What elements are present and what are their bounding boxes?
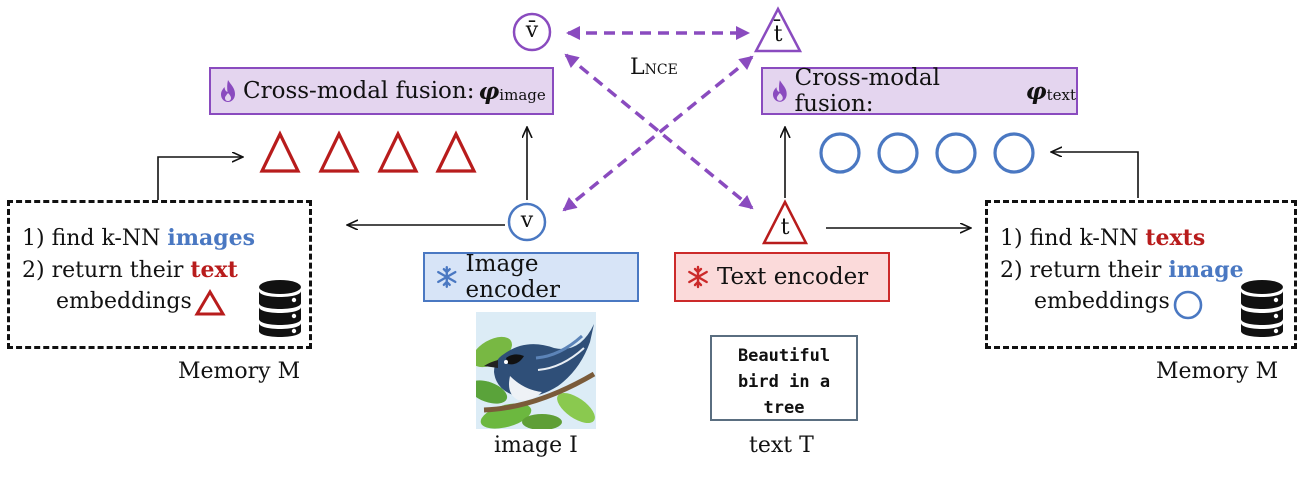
fusion-text-sub: text <box>1046 86 1076 104</box>
retrieved-image-embedding <box>993 132 1035 174</box>
text-sample-box: Beautiful bird in a tree <box>710 335 858 421</box>
t-label: t <box>780 215 790 240</box>
text-encoder-box: Text encoder <box>674 252 890 302</box>
text-embedding-triangle-icon <box>194 289 226 316</box>
memory-left-box: 1) find k-NN images 2) return their text… <box>7 200 312 349</box>
arrow-memory-to-circles <box>1052 152 1139 198</box>
image-encoder-label: Image encoder <box>465 251 561 303</box>
fusion-text-prefix: Cross-modal fusion: <box>794 65 940 117</box>
fusion-text-phi: φ <box>1025 77 1047 105</box>
snowflake-icon <box>688 265 708 289</box>
image-caption: image I <box>494 433 578 458</box>
v-embedding-circle <box>507 202 547 242</box>
fusion-image-prefix: Cross-modal fusion: <box>243 78 475 104</box>
memory-left-step2: 2) return their text <box>22 257 238 283</box>
retrieved-text-embedding <box>435 130 477 173</box>
image-embedding-circle-icon <box>1173 290 1203 320</box>
t-bar-triangle <box>753 6 803 53</box>
nce-loss-label: LNCE <box>630 55 678 80</box>
v-label: v <box>520 208 534 233</box>
database-icon <box>259 280 301 337</box>
retrieved-image-embedding <box>935 132 977 174</box>
v-bar-label: v̄ <box>525 18 539 43</box>
bird-image <box>476 312 596 429</box>
retrieved-text-embedding <box>377 130 419 173</box>
retrieved-image-embedding <box>819 132 861 174</box>
memory-right-step3: embeddings <box>1034 289 1170 314</box>
text-sample-line: tree <box>763 398 805 418</box>
text-caption: text T <box>749 433 814 458</box>
fusion-image-phi: φ <box>478 77 500 105</box>
memory-right-caption: Memory M <box>1156 359 1279 384</box>
memory-right-step2: 2) return their image <box>1000 257 1244 283</box>
memory-left-caption: Memory M <box>178 359 301 384</box>
nce-arrow-tbar-to-v <box>562 55 754 212</box>
arrow-memory-to-triangles <box>157 157 242 200</box>
fusion-image-sub: image <box>499 86 546 104</box>
memory-right-box: 1) find k-NN texts 2) return their image… <box>985 200 1297 349</box>
retrieved-text-embedding <box>259 130 301 173</box>
text-sample-line: bird in a <box>737 372 831 392</box>
memory-right-step1: 1) find k-NN texts <box>1000 225 1206 251</box>
database-icon <box>1241 280 1283 337</box>
t-bar-label: t̄ <box>773 22 783 47</box>
fire-icon <box>221 80 235 102</box>
text-sample-line: Beautiful <box>737 346 831 366</box>
retrieved-image-embedding <box>877 132 919 174</box>
fire-icon <box>772 80 787 102</box>
t-embedding-triangle <box>761 199 809 245</box>
fusion-text-box: Cross-modal fusion: φ text <box>761 65 1078 117</box>
image-encoder-box: Image encoder <box>423 251 639 303</box>
memory-left-step1: 1) find k-NN images <box>22 225 256 251</box>
text-encoder-label: Text encoder <box>717 264 869 290</box>
v-bar-circle <box>512 12 552 52</box>
fusion-image-box: Cross-modal fusion: φ image <box>209 67 554 115</box>
snowflake-icon <box>437 266 457 288</box>
memory-left-step3: embeddings <box>56 289 192 314</box>
retrieved-text-embedding <box>318 130 360 173</box>
